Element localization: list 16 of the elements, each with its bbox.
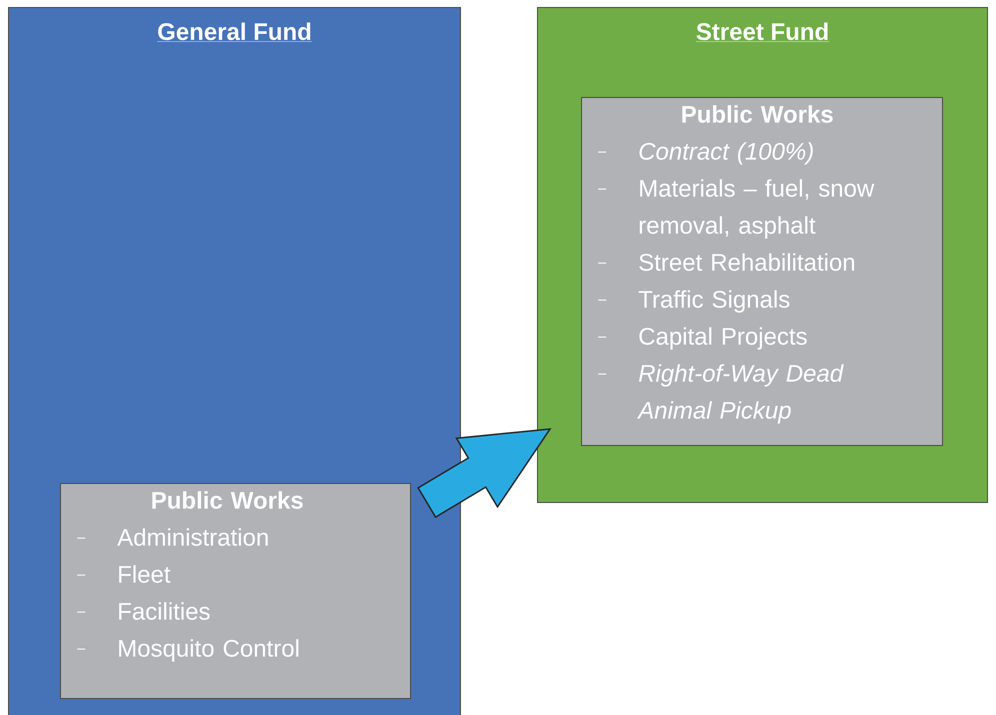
list-item: Materials – fuel, snow removal, asphalt [640, 179, 874, 239]
list-item: Right-of-Way Dead Animal Pickup [637, 364, 844, 424]
list-item: Traffic Signals [638, 290, 790, 313]
list-item: Administration [117, 528, 268, 546]
list-item: Street Rehabilitation [639, 253, 854, 271]
list-box [581, 97, 943, 446]
box-heading: Public Works [682, 105, 833, 123]
list-item: Capital Projects [639, 327, 807, 350]
box-heading: Public Works [152, 491, 303, 509]
list-item: Contract (100%) [640, 142, 813, 165]
list-item: Mosquito Control [119, 639, 298, 662]
list-box [60, 483, 411, 699]
list-item: Fleet [119, 565, 170, 583]
list-item: Facilities [119, 602, 210, 620]
fund-title: General Fund [156, 22, 312, 42]
fund-title: Street Fund [696, 22, 830, 42]
